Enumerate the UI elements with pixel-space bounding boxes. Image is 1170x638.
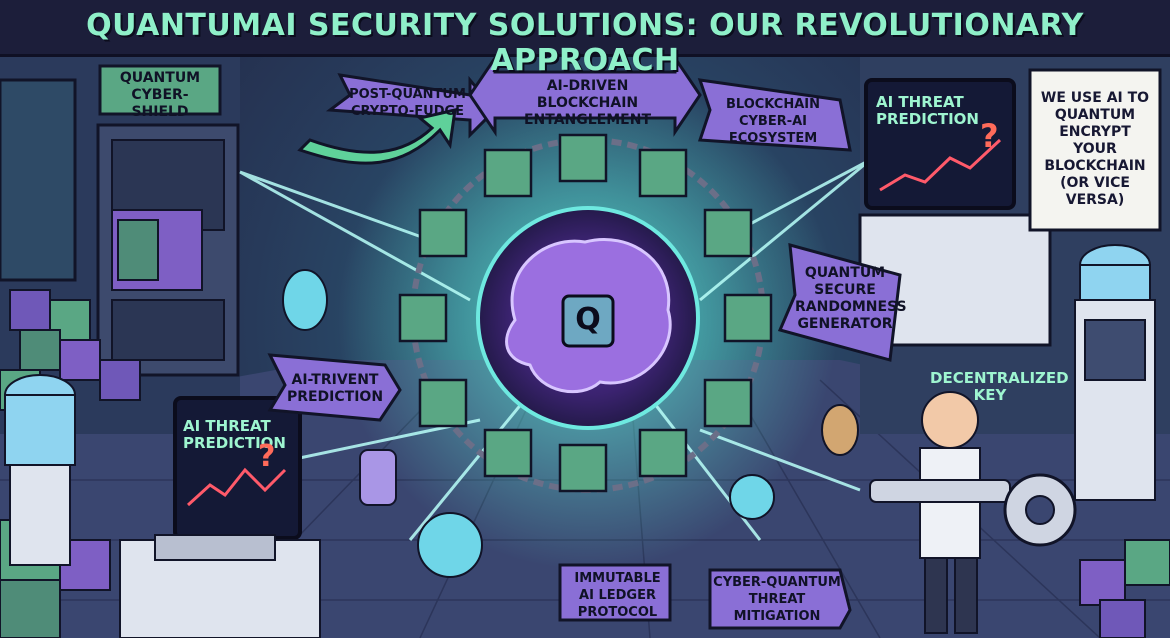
water-cooler-left bbox=[4, 374, 76, 566]
blockchain-ring bbox=[398, 133, 773, 493]
label-arrows bbox=[267, 53, 902, 630]
label-quantum-secure-randomness-generator: QUANTUM SECURE RANDOMNESS GENERATOR bbox=[795, 265, 907, 332]
blob-characters bbox=[282, 269, 859, 578]
label-decentralized-key: DECENTRALIZED KEY bbox=[930, 369, 1069, 404]
label-wall-sign: WE USE AI TO QUANTUM ENCRYPT YOUR BLOCKC… bbox=[1040, 90, 1150, 208]
label-immutable-ai-ledger-protocol: IMMUTABLE AI LEDGER PROTOCOL bbox=[574, 571, 661, 620]
water-cooler-right bbox=[1074, 244, 1156, 501]
label-post-quantum-crypto-fudge: POST-QUANTUM CRYPTO-FUDGE bbox=[349, 87, 466, 119]
server-rack bbox=[96, 123, 240, 377]
q-chip-icon: Q bbox=[575, 302, 601, 337]
monitor-left bbox=[119, 396, 321, 638]
label-threat-prediction-left: AI THREAT PREDICTION bbox=[183, 417, 286, 452]
wall-map bbox=[0, 78, 77, 282]
wall-sign bbox=[1028, 68, 1162, 232]
question-mark-icon-left: ? bbox=[258, 439, 276, 474]
title-banner: QUANTUMAI SECURITY SOLUTIONS: OUR REVOLU… bbox=[0, 0, 1170, 78]
label-cyber-quantum-threat-mitigation: CYBER-QUANTUM THREAT MITIGATION bbox=[713, 575, 841, 624]
label-quantum-cyber-shield: QUANTUM CYBER-SHIELD bbox=[119, 70, 201, 120]
cyber-shield-plate bbox=[98, 64, 222, 116]
person-with-key bbox=[869, 391, 1077, 634]
page-title: QUANTUMAI SECURITY SOLUTIONS: OUR REVOLU… bbox=[86, 8, 1084, 78]
green-arrow bbox=[297, 108, 457, 165]
monitor-top-right bbox=[864, 78, 1016, 210]
question-mark-icon: ? bbox=[980, 117, 999, 155]
label-ai-trivent-prediction: AI-TRIVENT PREDICTION bbox=[286, 372, 384, 405]
label-threat-prediction-top: AI THREAT PREDICTION bbox=[876, 93, 979, 128]
ai-brain-core bbox=[476, 206, 700, 430]
label-blockchain-cyber-ai-ecosystem: BLOCKCHAIN CYBER-AI ECOSYSTEM bbox=[725, 97, 820, 146]
label-ai-driven-blockchain-entanglement: AI-DRIVEN BLOCKCHAIN ENTANGLEMENT bbox=[523, 78, 652, 128]
